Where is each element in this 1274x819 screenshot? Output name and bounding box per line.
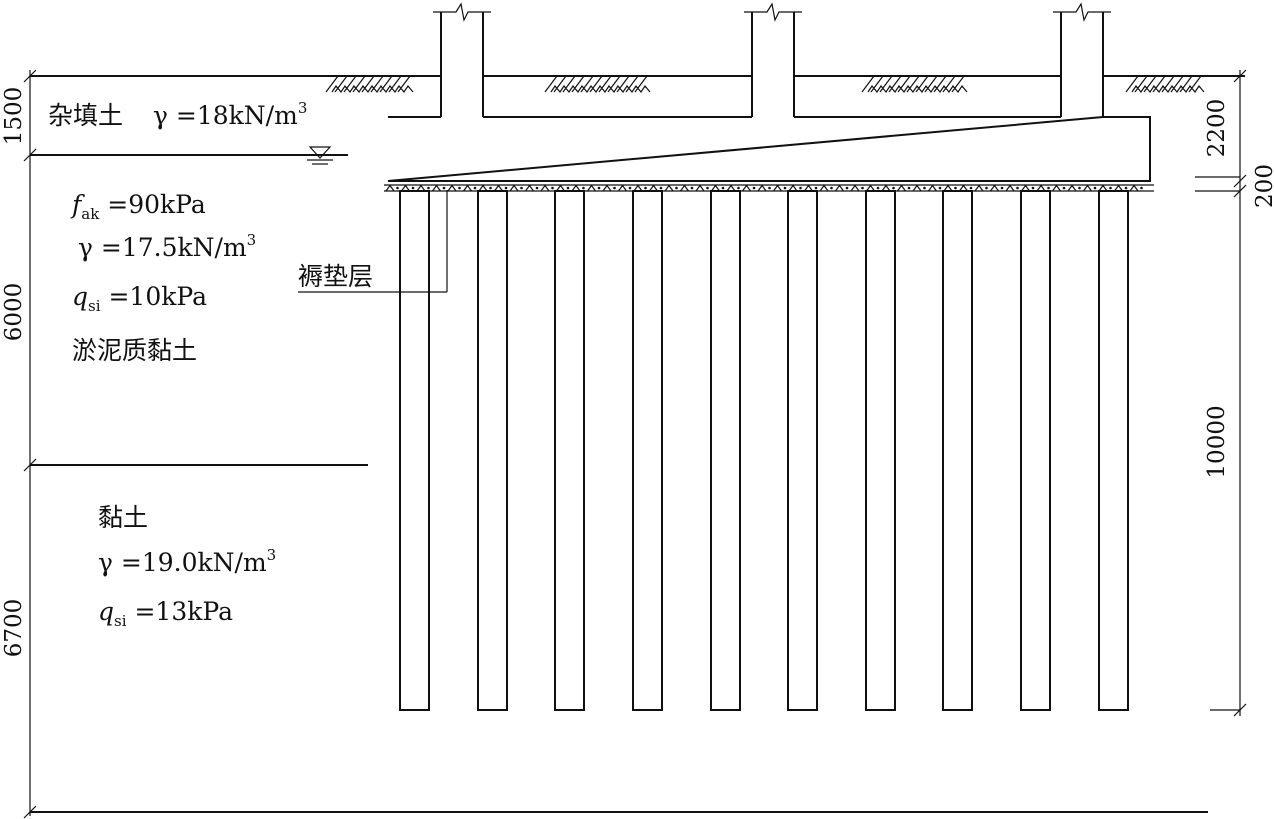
water-table-symbol [307, 146, 333, 165]
hatch-group [1125, 75, 1205, 94]
soil-hatch-marks [325, 75, 1205, 94]
columns [433, 2, 1111, 117]
dim-6000: 6000 [1, 283, 27, 342]
pile [632, 190, 663, 711]
hatch-group [544, 75, 651, 94]
dim-2200: 2200 [1204, 99, 1230, 158]
hatch-group [325, 75, 414, 94]
break-symbol [744, 2, 802, 22]
fill-layer-name: 杂填土 [48, 101, 123, 130]
pile-cap-outline [387, 116, 1151, 182]
pile [554, 190, 585, 711]
dim-1500: 1500 [1, 87, 27, 146]
pile [399, 190, 430, 711]
silt-gamma: γ =17.5kN/m3 [78, 231, 256, 262]
silt-layer-name: 淤泥质黏土 [72, 336, 197, 365]
dim-6700: 6700 [1, 599, 27, 658]
pile [787, 190, 818, 711]
right-dimension-line [1195, 69, 1247, 717]
pile [865, 190, 896, 711]
silt-fak: fak =90kPa [70, 190, 206, 223]
pile [710, 190, 741, 711]
clay-gamma: γ =19.0kN/m3 [98, 546, 276, 577]
dim-200: 200 [1252, 164, 1274, 208]
pile [1020, 190, 1051, 711]
dim-10000: 10000 [1204, 405, 1230, 478]
clay-layer-name: 黏土 [98, 503, 148, 532]
clay-qsi: qsi =13kPa [98, 597, 233, 630]
column [433, 2, 491, 117]
pile [942, 190, 973, 711]
fill-layer-gamma: γ =18kN/m3 [153, 99, 307, 130]
cushion-label: 褥垫层 [298, 262, 373, 291]
silt-qsi: qsi =10kPa [72, 282, 207, 315]
pile [1098, 190, 1129, 711]
break-symbol [433, 2, 491, 22]
left-dimension-line [23, 69, 37, 819]
break-symbol [1053, 2, 1111, 22]
column [744, 2, 802, 117]
pile [477, 190, 508, 711]
hatch-group [861, 75, 968, 94]
piles [399, 190, 1129, 711]
column [1053, 2, 1111, 117]
